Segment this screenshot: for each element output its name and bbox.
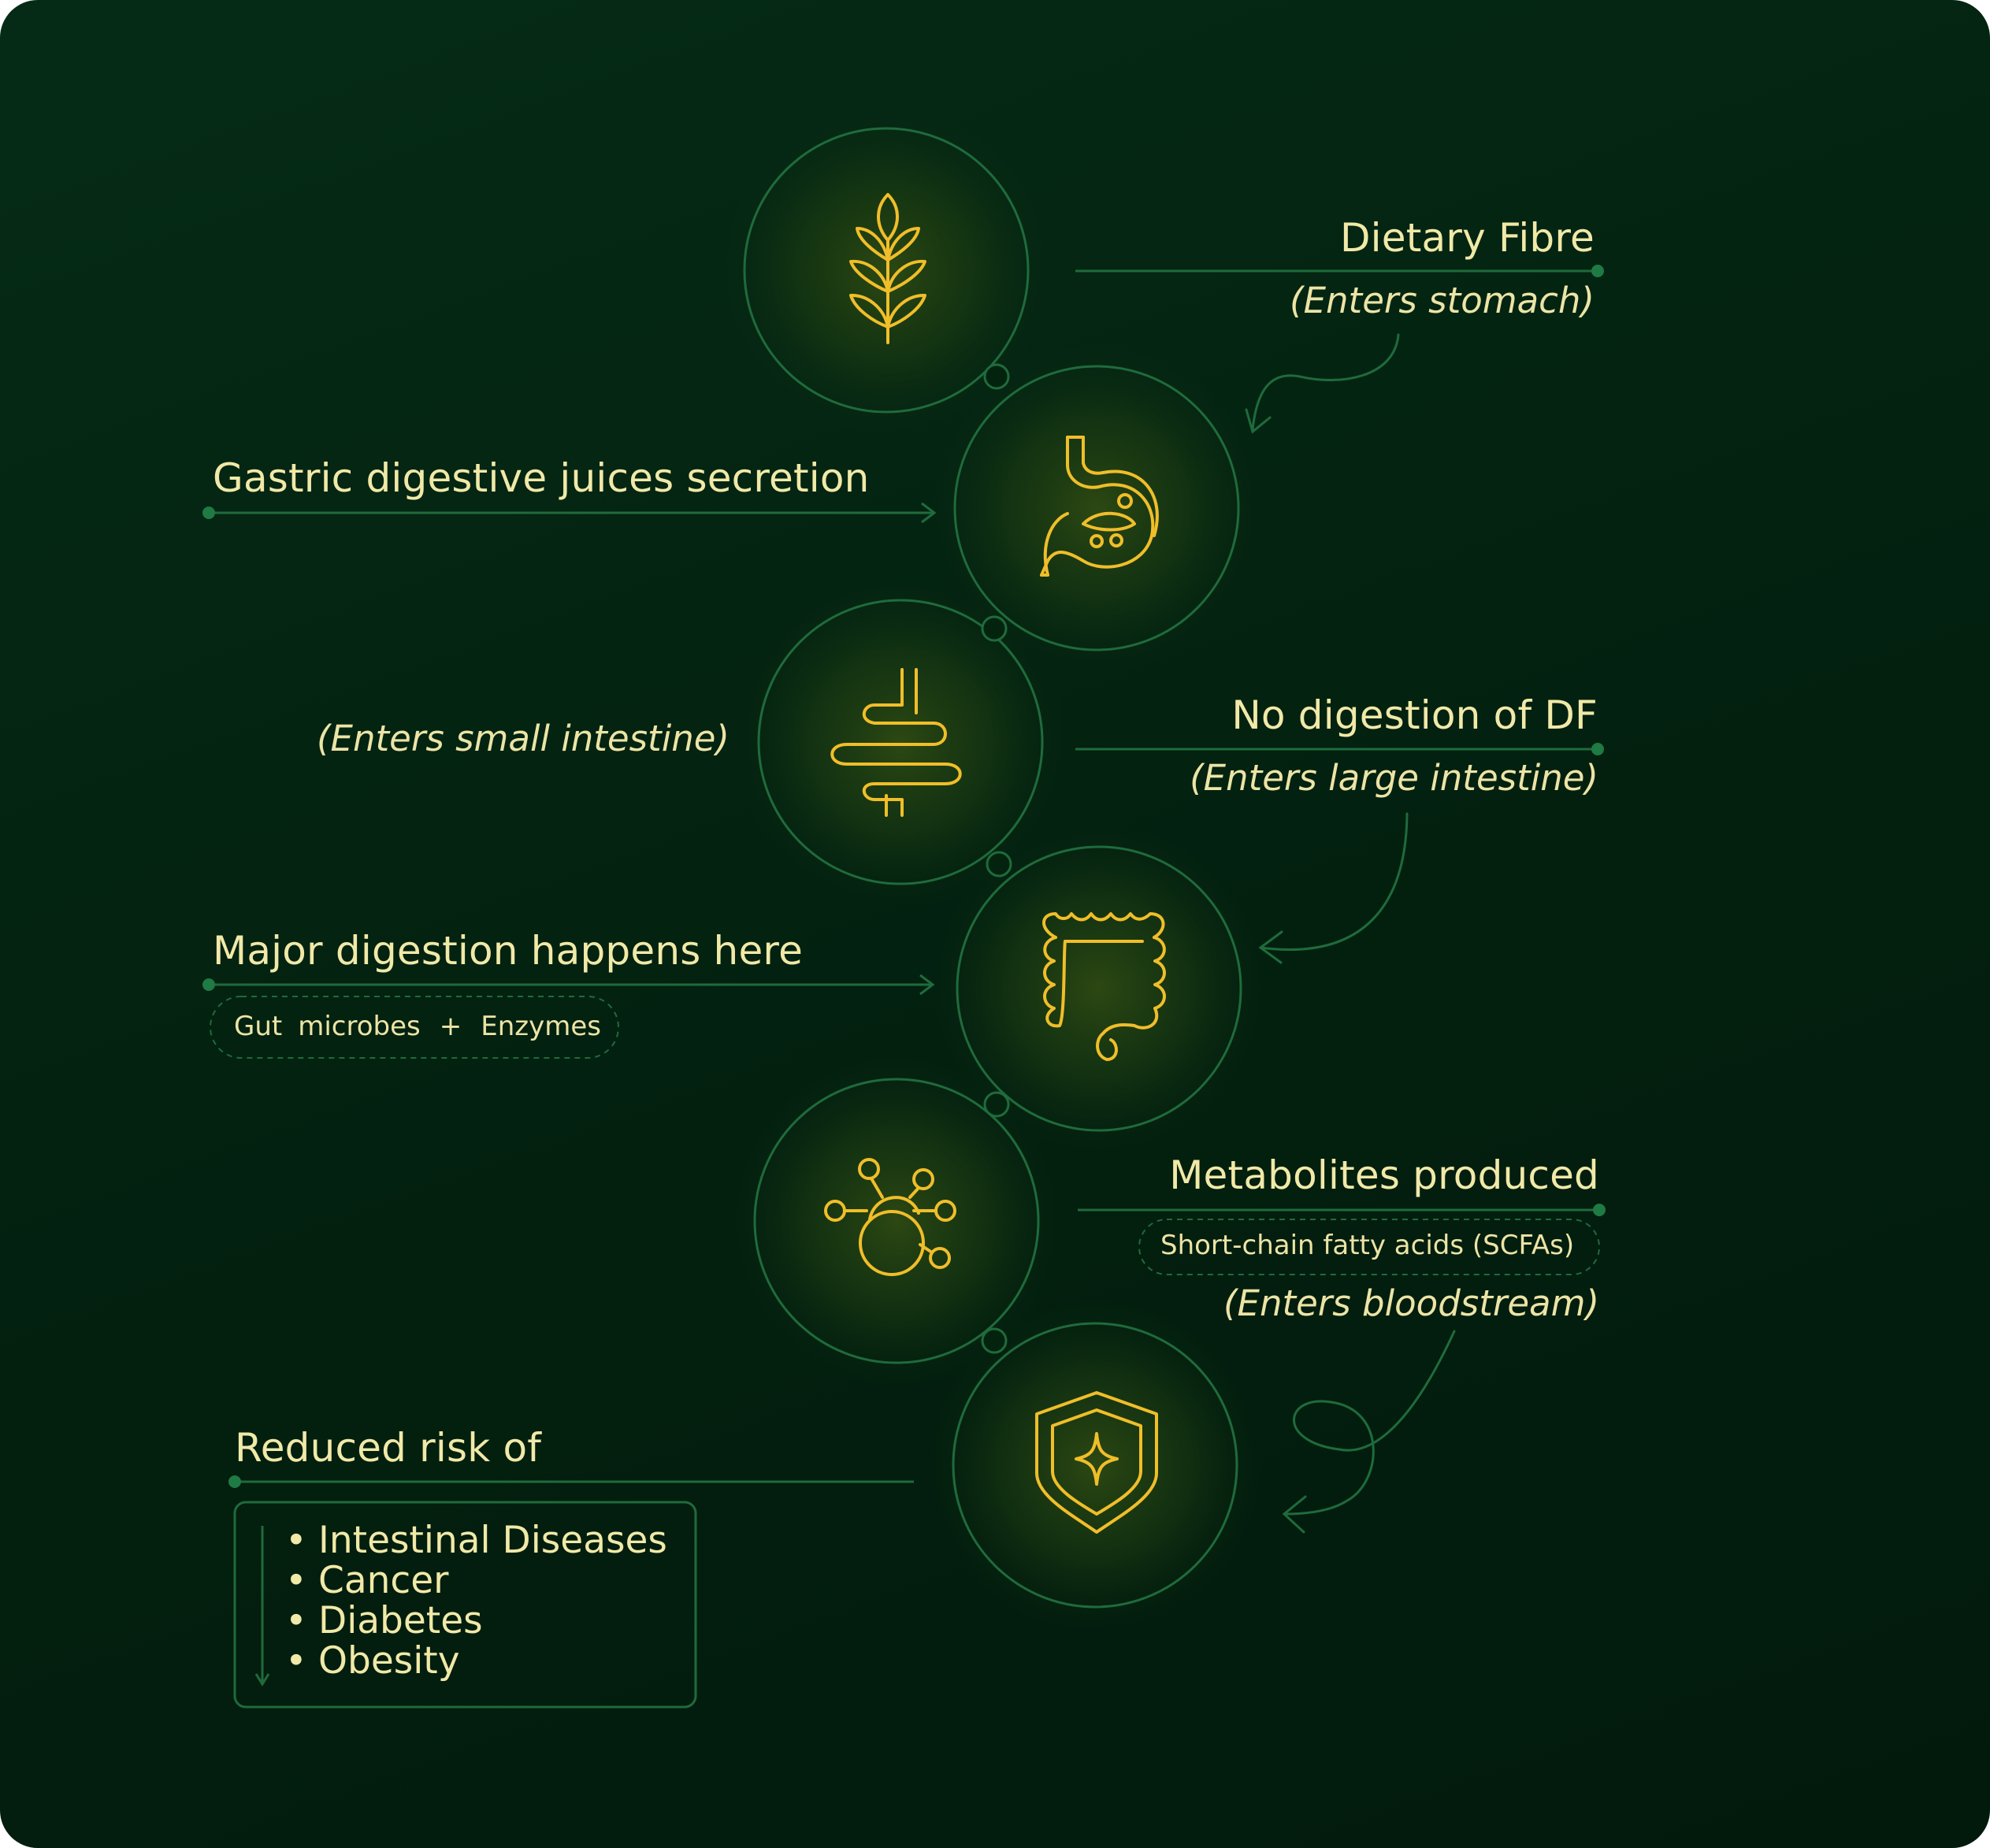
pill-gut: Gut <box>234 1011 283 1042</box>
reduced-risk-title: Reduced risk of <box>235 1425 542 1471</box>
step-circle-5 <box>753 1078 1040 1364</box>
major-digestion-title: Major digestion happens here <box>213 928 804 974</box>
pill-plus: + <box>439 1011 462 1042</box>
stomach-icon <box>1040 436 1159 577</box>
small-intestine-icon <box>830 668 962 817</box>
enters-bloodstream-note: (Enters bloodstream) <box>1223 1282 1599 1324</box>
circle-connectors <box>981 363 1012 1354</box>
pill-microbes: microbes <box>298 1011 421 1042</box>
list-item: •Cancer <box>285 1559 449 1602</box>
scfa-pill: Short-chain fatty acids (SCFAs) <box>1160 1230 1575 1261</box>
gastric-juices-title: Gastric digestive juices secretion <box>213 455 870 501</box>
large-intestine-icon <box>1042 912 1166 1061</box>
curve-arrow-3 <box>1283 1330 1456 1516</box>
risk-list-box <box>233 1501 697 1709</box>
wheat-icon <box>849 193 926 344</box>
list-item: •Intestinal Diseases <box>285 1519 667 1562</box>
dietary-fibre-title: Dietary Fibre <box>1339 215 1595 261</box>
line-end-dots <box>202 265 1606 1488</box>
circle-glows <box>721 105 1264 1631</box>
enters-small-intestine-note: (Enters small intestine) <box>317 718 730 759</box>
step-circle-4 <box>956 845 1242 1132</box>
shield-icon <box>1035 1391 1158 1534</box>
step-circle-1 <box>743 127 1030 414</box>
list-item: •Diabetes <box>285 1599 483 1642</box>
step-circle-3 <box>757 599 1044 885</box>
enters-large-intestine-note: (Enters large intestine) <box>1190 757 1598 799</box>
no-digestion-title: No digestion of DF <box>1231 692 1598 738</box>
label-lines <box>209 269 1599 1483</box>
gut-microbes-enzymes-pill: Gut microbes + Enzymes <box>234 1013 601 1040</box>
step-circle-6 <box>952 1322 1238 1609</box>
enters-stomach-note: (Enters stomach) <box>1290 280 1595 321</box>
metabolites-icon <box>824 1158 956 1276</box>
step-circle-2 <box>953 365 1240 651</box>
pill-enzymes: Enzymes <box>481 1011 602 1042</box>
list-item: •Obesity <box>285 1639 460 1683</box>
flow-arrows <box>1245 333 1456 1534</box>
metabolites-title: Metabolites produced <box>1169 1152 1599 1198</box>
pill-gut-enzymes-frame <box>210 996 619 1059</box>
step-circles <box>743 127 1242 1609</box>
risk-list: •Intestinal Diseases •Cancer •Diabetes •… <box>236 1520 667 1681</box>
curve-arrow-1 <box>1251 333 1400 431</box>
curve-arrow-2 <box>1259 812 1409 952</box>
